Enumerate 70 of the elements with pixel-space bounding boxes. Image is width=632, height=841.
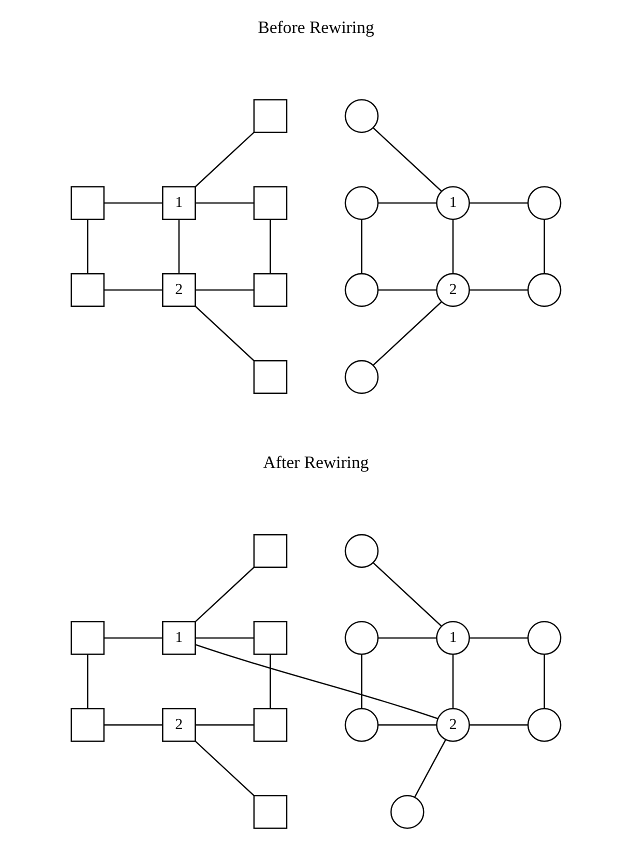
connector bbox=[195, 289, 254, 291]
connector bbox=[104, 202, 163, 204]
node-box bbox=[253, 99, 288, 133]
connector bbox=[195, 637, 254, 639]
node-circle bbox=[527, 621, 562, 655]
connector bbox=[195, 724, 254, 726]
node-box bbox=[253, 186, 288, 220]
connector bbox=[378, 637, 437, 639]
connector bbox=[372, 127, 442, 192]
node-circle bbox=[344, 99, 379, 133]
connector bbox=[194, 306, 254, 362]
node-circle bbox=[344, 186, 379, 220]
node-box bbox=[70, 273, 105, 307]
connector bbox=[372, 301, 442, 366]
connector bbox=[372, 562, 442, 627]
node-box: 1 bbox=[162, 186, 196, 220]
node-box bbox=[70, 708, 105, 742]
node-circle: 2 bbox=[436, 273, 470, 307]
node-circle bbox=[344, 621, 379, 655]
connector bbox=[195, 566, 254, 622]
node-circle bbox=[527, 708, 562, 742]
connector bbox=[469, 202, 528, 204]
label: After Rewiring bbox=[263, 453, 369, 472]
connector bbox=[469, 724, 528, 726]
node-box bbox=[70, 621, 105, 655]
connector bbox=[104, 724, 163, 726]
node-circle: 2 bbox=[436, 708, 470, 742]
node-box: 2 bbox=[162, 273, 196, 307]
connector bbox=[452, 654, 454, 708]
connector bbox=[87, 654, 88, 708]
node-circle bbox=[344, 708, 379, 742]
connector bbox=[194, 740, 254, 796]
node-circle bbox=[344, 360, 379, 394]
connector bbox=[469, 289, 528, 291]
node-box bbox=[253, 794, 288, 829]
node-circle: 1 bbox=[436, 621, 470, 655]
connector bbox=[361, 220, 362, 274]
connector bbox=[104, 637, 163, 639]
connector bbox=[544, 220, 545, 274]
node-box bbox=[253, 708, 288, 742]
label: Before Rewiring bbox=[258, 18, 374, 38]
connector bbox=[469, 637, 528, 639]
node-box bbox=[253, 621, 288, 655]
node-circle bbox=[390, 794, 424, 829]
connector bbox=[178, 220, 180, 274]
connector bbox=[270, 220, 271, 274]
node-box bbox=[253, 534, 288, 568]
connector bbox=[544, 654, 545, 708]
node-circle bbox=[527, 273, 562, 307]
connector bbox=[87, 220, 88, 274]
connector bbox=[195, 644, 438, 720]
connector bbox=[378, 289, 437, 291]
node-circle: 1 bbox=[436, 186, 470, 220]
node-circle bbox=[344, 273, 379, 307]
connector bbox=[414, 739, 446, 798]
node-circle bbox=[344, 534, 379, 568]
node-box bbox=[253, 273, 288, 307]
node-box bbox=[70, 186, 105, 220]
connector bbox=[361, 654, 362, 708]
connector bbox=[195, 132, 254, 188]
connector bbox=[195, 202, 254, 204]
connector bbox=[270, 654, 271, 708]
node-circle bbox=[527, 186, 562, 220]
connector bbox=[452, 220, 454, 274]
connector bbox=[378, 202, 437, 204]
node-box: 2 bbox=[162, 708, 196, 742]
connector bbox=[104, 289, 163, 291]
node-box: 1 bbox=[162, 621, 196, 655]
connector bbox=[378, 724, 437, 726]
node-box bbox=[253, 360, 288, 394]
